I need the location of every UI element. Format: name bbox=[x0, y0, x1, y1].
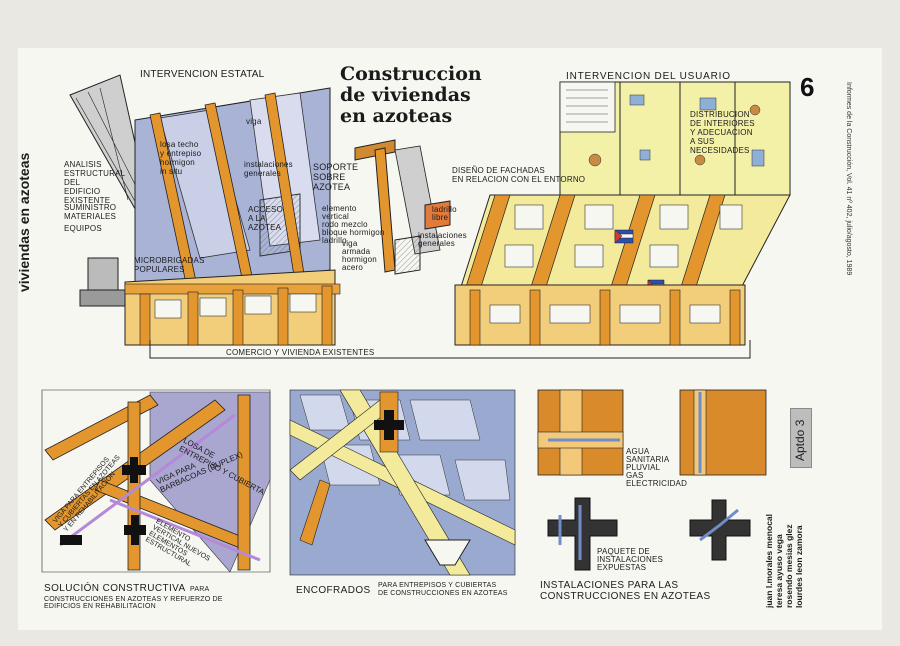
heading-state-intervention: INTERVENCION ESTATAL bbox=[140, 69, 265, 80]
structural-solution-drawing bbox=[41, 389, 271, 573]
page-number: 6 bbox=[800, 72, 815, 102]
author-3: rosendo mesias glez bbox=[784, 524, 794, 608]
formwork-drawing bbox=[289, 389, 516, 576]
installations-drawing bbox=[537, 389, 767, 571]
label-comercio-vivienda: COMERCIO Y VIVIENDA EXISTENTES bbox=[226, 348, 375, 357]
journal-reference: Informes de la Construcción, Vol. 41 nº … bbox=[845, 82, 852, 276]
side-title: viviendas en azoteas bbox=[16, 152, 32, 292]
author-2: teresa ayuso vega bbox=[774, 534, 784, 608]
label-viga: viga bbox=[246, 117, 262, 126]
caption-instalaciones: INSTALACIONES PARA LAS CONSTRUCCIONES EN… bbox=[540, 580, 711, 602]
heading-user-intervention: INTERVENCION DEL USUARIO bbox=[566, 71, 731, 82]
author-4: lourdes leon zamora bbox=[794, 525, 804, 608]
state-intervention-drawing bbox=[69, 74, 341, 346]
authors-credits: juan l.morales menocal teresa ayuso vega… bbox=[764, 514, 804, 608]
caption-encofrados: ENCOFRADOS PARA ENTREPISOS Y CUBIERTAS D… bbox=[296, 582, 508, 597]
author-1: juan l.morales menocal bbox=[764, 513, 774, 608]
user-intervention-drawing bbox=[454, 81, 791, 346]
aptdo-label: Aptdo 3 bbox=[793, 419, 807, 461]
label-equipos: EQUIPOS bbox=[64, 224, 102, 233]
label-acceso-azotea: accesoa laazotea bbox=[248, 205, 283, 232]
main-title: Construccion de viviendas en azoteas bbox=[340, 64, 482, 127]
aptdo-badge: Aptdo 3 bbox=[790, 408, 812, 468]
title-line-2: de viviendas bbox=[340, 84, 471, 106]
title-line-3: en azoteas bbox=[340, 105, 453, 127]
title-line-1: Construccion bbox=[340, 63, 482, 85]
caption-solucion-constructiva: SOLUCIÓN CONSTRUCTIVA PARA CONSTRUCCIONE… bbox=[44, 583, 223, 610]
support-detail-drawing bbox=[354, 139, 451, 275]
